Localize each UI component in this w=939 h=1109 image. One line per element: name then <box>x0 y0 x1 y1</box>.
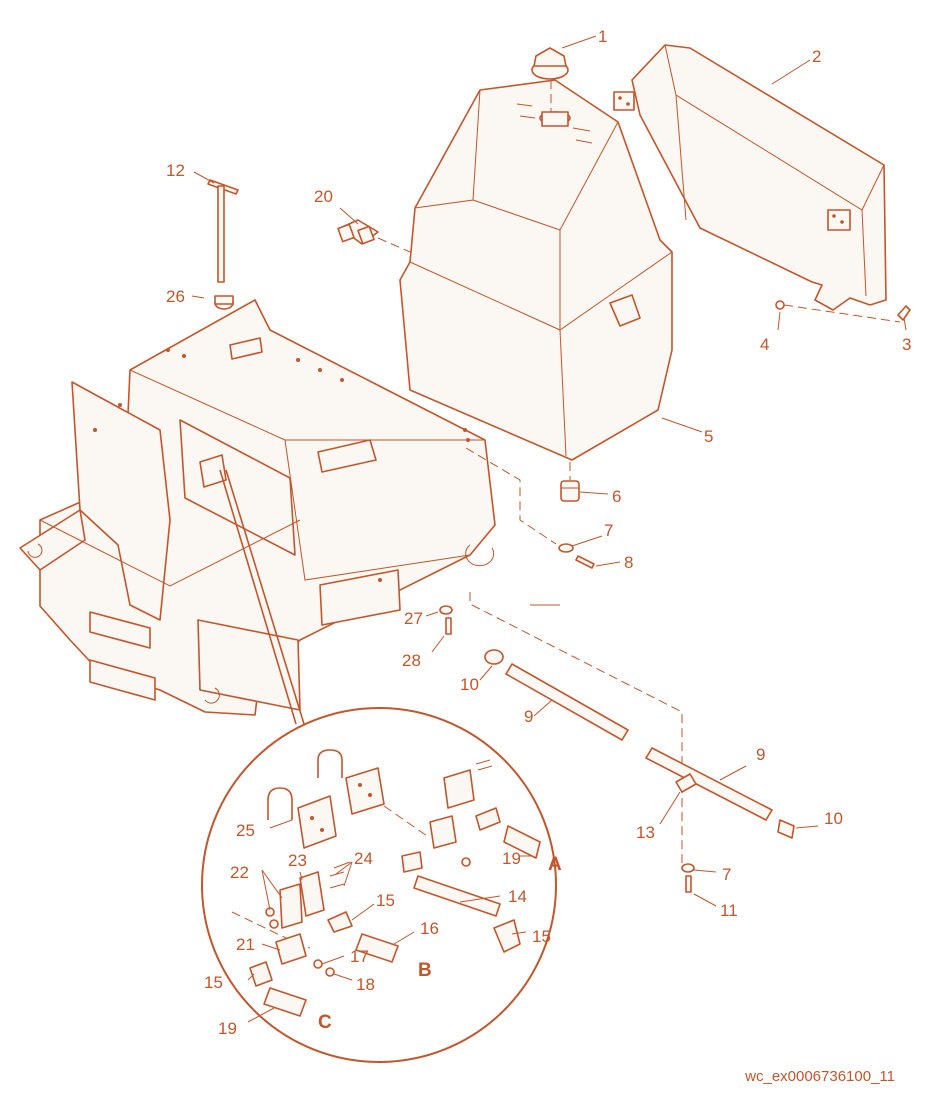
dipstick <box>207 179 239 283</box>
detail-leader <box>219 469 297 725</box>
callout-6: 6 <box>612 487 621 506</box>
callout-19-lower: 19 <box>218 1019 237 1038</box>
callout-28: 28 <box>402 651 421 670</box>
callout-21: 21 <box>236 935 255 954</box>
callout-12: 12 <box>166 161 185 180</box>
tube-upper <box>484 649 629 741</box>
callout-25: 25 <box>236 821 255 840</box>
detail-leader <box>225 469 305 725</box>
callout-3: 3 <box>902 335 911 354</box>
washer-and-screw-lower <box>439 605 453 635</box>
callout-26: 26 <box>166 287 185 306</box>
callout-17: 17 <box>350 947 369 966</box>
callout-24: 24 <box>354 849 373 868</box>
callout-27: 27 <box>404 609 423 628</box>
tank-shield <box>613 44 887 311</box>
tee-fitting <box>337 219 411 253</box>
callout-1: 1 <box>598 27 607 46</box>
callout-10-lower: 10 <box>824 809 843 828</box>
callout-7-lower: 7 <box>722 865 731 884</box>
callout-20: 20 <box>314 187 333 206</box>
callout-9-lower: 9 <box>756 745 765 764</box>
machine-frame <box>19 299 496 716</box>
tube-lower <box>645 747 795 893</box>
callout-11: 11 <box>720 901 738 920</box>
drain-plug <box>560 462 580 502</box>
grommet <box>214 295 234 310</box>
callout-18: 18 <box>356 975 375 994</box>
callout-19: 19 <box>502 849 521 868</box>
callout-8: 8 <box>624 553 633 572</box>
detail-letter-b: B <box>418 960 432 981</box>
callout-9: 9 <box>524 707 533 726</box>
filler-cap <box>531 47 569 112</box>
callout-5: 5 <box>704 427 713 446</box>
shield-nut-and-screw <box>775 300 911 323</box>
callout-4: 4 <box>760 335 769 354</box>
callout-22: 22 <box>230 863 249 882</box>
callout-15-left: 15 <box>204 973 223 992</box>
callout-14: 14 <box>508 887 527 906</box>
assembly-line <box>465 447 557 545</box>
hydraulic-tank <box>399 79 673 461</box>
washer-and-screw <box>558 543 595 569</box>
callout-16: 16 <box>420 919 439 938</box>
detail-letter-c: C <box>318 1012 332 1033</box>
callout-10: 10 <box>460 675 479 694</box>
callout-7: 7 <box>604 521 613 540</box>
drawing-code: wc_ex0006736100_11 <box>745 1068 895 1085</box>
detail-letter-a: A <box>548 854 562 875</box>
callout-2: 2 <box>812 47 821 66</box>
callout-labels: 1 2 3 4 5 6 7 8 9 10 11 12 13 14 15 16 1… <box>166 27 911 1038</box>
callout-15: 15 <box>376 891 395 910</box>
callout-23: 23 <box>288 851 307 870</box>
callout-15-right: 15 <box>532 927 551 946</box>
callout-13: 13 <box>636 823 655 842</box>
leader-lines <box>191 35 907 1023</box>
